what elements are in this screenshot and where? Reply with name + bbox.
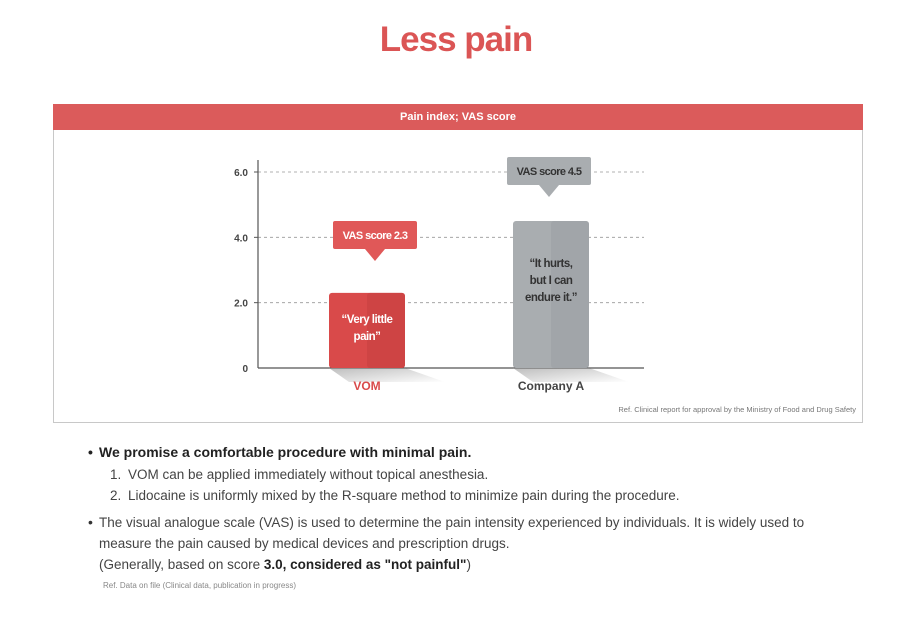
- y-tick-label: 0: [242, 364, 248, 375]
- chart-header: Pain index; VAS score: [53, 104, 863, 130]
- callout-pointer: [365, 249, 385, 261]
- bar-text: endure it.”: [525, 292, 577, 304]
- list-item: 1. VOM can be applied immediately without…: [110, 464, 848, 485]
- vas-text-line: (Generally, based on score 3.0, consider…: [99, 554, 848, 575]
- page-title: Less pain: [379, 20, 533, 59]
- callout-label: VAS score 4.5: [517, 166, 582, 178]
- list-number: 1.: [110, 467, 122, 482]
- callout-label: VAS score 2.3: [343, 230, 408, 242]
- vas-text-line: The visual analogue scale (VAS) is used …: [99, 515, 805, 530]
- category-label: Company A: [518, 379, 585, 393]
- list-item: 2. Lidocaine is uniformly mixed by the R-…: [110, 485, 848, 506]
- list-text: VOM can be applied immediately without t…: [128, 467, 489, 482]
- category-label: VOM: [353, 379, 380, 393]
- numbered-list: 1. VOM can be applied immediately without…: [88, 464, 848, 506]
- bar-text: “Very little: [342, 314, 393, 326]
- bar-shade: [551, 221, 589, 368]
- list-number: 2.: [110, 488, 122, 503]
- vas-note-prefix: (Generally, based on score: [99, 557, 264, 572]
- chart-reference: Ref. Clinical report for approval by the…: [618, 405, 856, 414]
- bar-shadow: [513, 368, 629, 382]
- y-tick-label: 4.0: [234, 233, 248, 244]
- bar-text: but I can: [530, 275, 573, 287]
- vas-note-bold: 3.0, considered as "not painful": [263, 557, 467, 572]
- callout-box: [507, 157, 591, 185]
- vas-bar-chart: 0 2.0 4.0 6.0 “Very little pain” VAS score 2.3…: [234, 157, 644, 393]
- bar-text: “It hurts,: [530, 258, 573, 270]
- callout-box: [333, 221, 417, 249]
- callout-pointer: [539, 185, 559, 197]
- vas-text-line: measure the pain caused by medical devic…: [99, 536, 510, 551]
- bar-text: pain”: [354, 331, 381, 343]
- bullet-vas-explanation: The visual analogue scale (VAS) is used …: [88, 512, 848, 575]
- data-reference: Ref. Data on file (Clinical data, public…: [103, 581, 296, 590]
- bar-shadow: [329, 368, 445, 382]
- notes-section: We promise a comfortable procedure with …: [88, 442, 848, 575]
- list-text: Lidocaine is uniformly mixed by the R-sq…: [128, 488, 680, 503]
- bar-shade: [367, 292, 405, 368]
- bullet-promise: We promise a comfortable procedure with …: [88, 442, 848, 462]
- y-tick-label: 6.0: [234, 168, 248, 179]
- chart-panel: Pain index; VAS score 0 2.0 4.0 6.0 “Very li…: [53, 104, 863, 423]
- vas-note-suffix: ): [466, 557, 471, 572]
- y-tick-label: 2.0: [234, 299, 248, 310]
